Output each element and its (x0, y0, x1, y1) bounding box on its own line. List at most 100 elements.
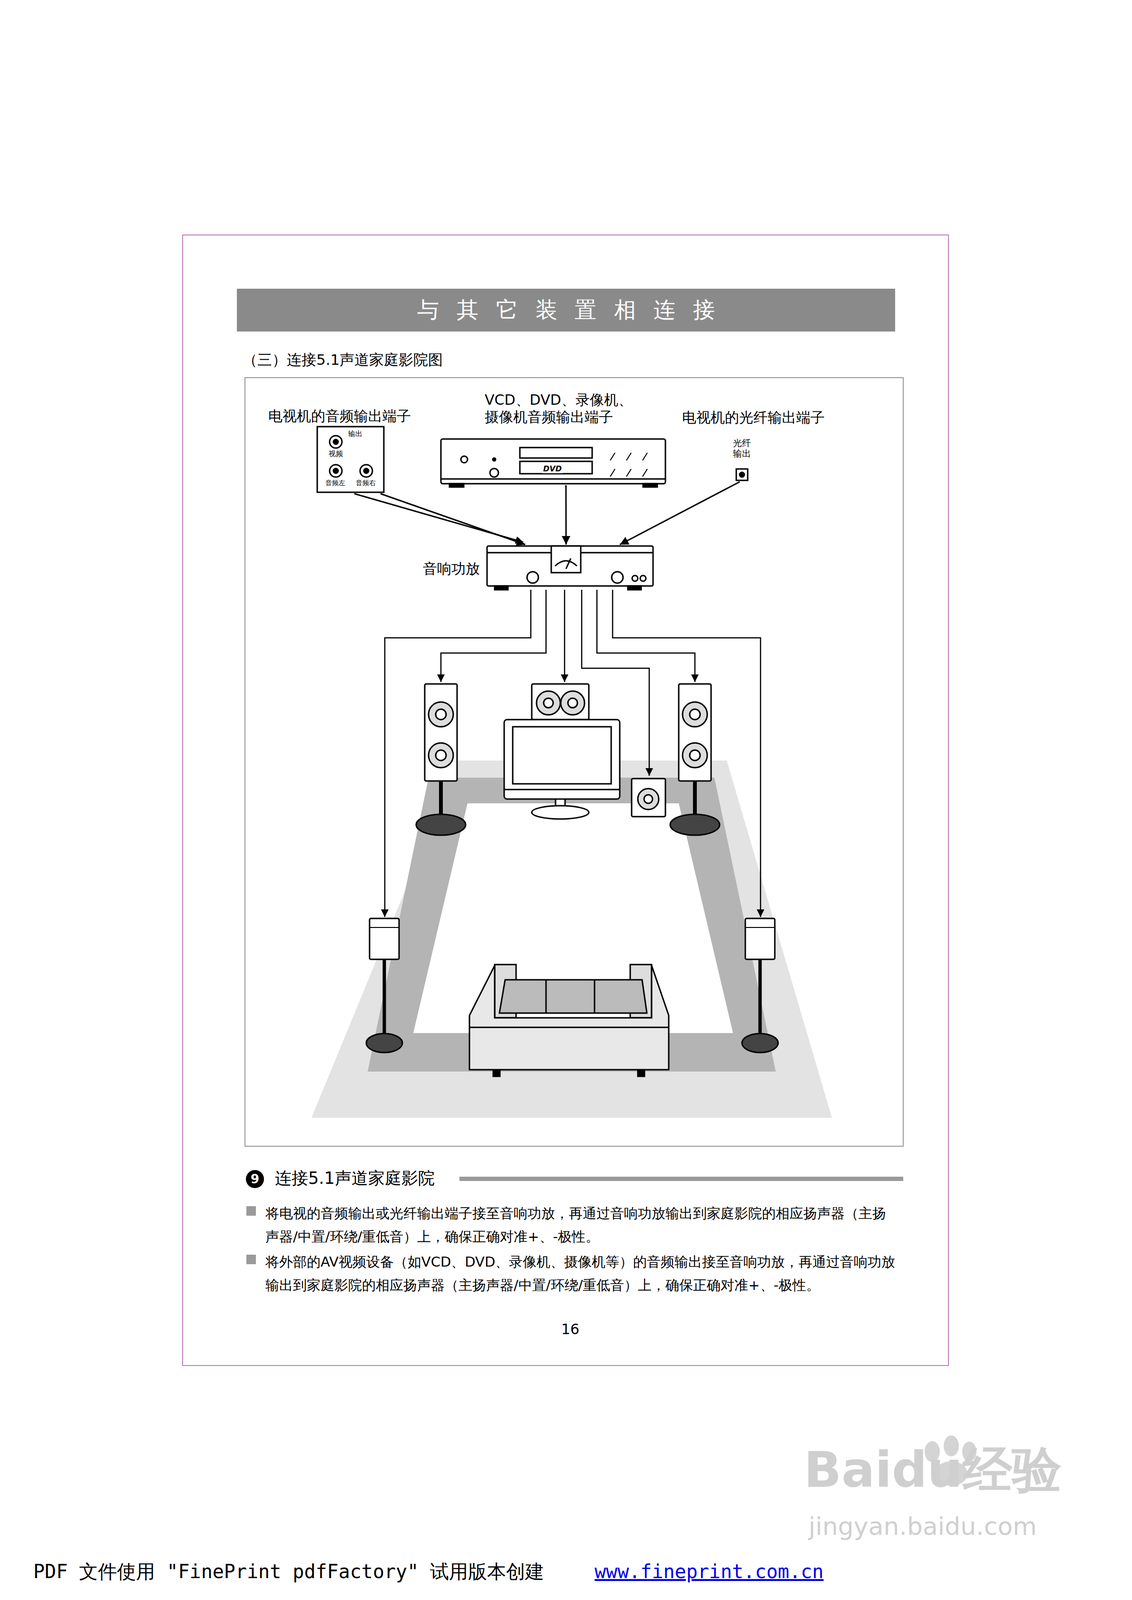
television (504, 789, 620, 791)
optical-port (736, 468, 748, 481)
sofa (499, 979, 647, 1014)
tv-audio-terminal (363, 468, 369, 474)
amplifier (640, 575, 646, 582)
dvd-player (626, 468, 632, 477)
page-number: 16 (561, 1320, 580, 1338)
sofa (594, 979, 596, 1014)
body-text: 将电视的音频输出或光纤输出端子接至音响功放，再通过音响功放输出到家庭影院的相应扬… (265, 1201, 898, 1249)
diagram-frame (244, 377, 904, 1147)
dvd-player (519, 461, 593, 474)
node-heading: 电视机的音频输出端子 (268, 407, 411, 425)
section-heading: 连接5.1声道家庭影院 (274, 1168, 435, 1189)
title-bar (236, 288, 896, 332)
sofa (469, 1026, 669, 1029)
sofa (637, 1069, 645, 1077)
dvd-player (449, 483, 464, 488)
dvd-player (489, 468, 499, 478)
signal-arrow (619, 481, 740, 545)
page-border (182, 234, 949, 1366)
signal-arrow (565, 485, 567, 545)
dvd-player (642, 468, 648, 477)
television (531, 805, 589, 820)
amplifier (487, 546, 654, 590)
node-label: 音频左 (325, 478, 346, 488)
surround-speaker (741, 1033, 779, 1053)
tv-audio-terminal (329, 435, 342, 449)
television (512, 726, 612, 784)
dvd-player (492, 458, 496, 461)
center-speaker (531, 683, 589, 720)
dvd-player (440, 439, 666, 488)
sofa (545, 979, 547, 1014)
footer-note: PDF 文件使用 "FinePrint pdfFactory" 试用版本创建 (33, 1560, 545, 1583)
bullet-square (246, 1206, 256, 1265)
subwoofer (637, 788, 659, 810)
dvd-player (519, 447, 593, 459)
dvd-player (626, 452, 632, 461)
node-label: 光纤 输出 (731, 437, 753, 459)
front-speaker (428, 702, 454, 727)
front-speaker (689, 750, 701, 761)
front-speaker (416, 683, 720, 836)
watermark: jingyan.baidu.com (808, 1511, 1037, 1542)
dvd-player (460, 456, 468, 463)
section-rule (459, 1176, 904, 1181)
diagram-frame (244, 377, 904, 1147)
body-text: 将外部的AV视频设备（如VCD、DVD、录像机、摄像机等）的音频输出接至音响功放… (265, 1250, 898, 1298)
node-label: DVD (542, 464, 563, 474)
tv-audio-terminal (317, 426, 384, 493)
surround-speaker (745, 927, 775, 928)
figure-heading: （三）连接5.1声道家庭影院图 (242, 351, 443, 369)
front-speaker (435, 750, 447, 761)
amplifier (526, 571, 539, 584)
front-speaker (435, 709, 447, 720)
node-label: 输出 (348, 429, 363, 439)
speaker-wires (440, 589, 547, 683)
sofa (469, 964, 669, 1077)
optical-port (739, 472, 745, 478)
subwoofer (631, 778, 666, 817)
floor-area (311, 760, 832, 1118)
dvd-player (440, 439, 666, 484)
node-heading: 音响功放 (422, 560, 480, 578)
bullet-square (246, 1254, 256, 1265)
node-label: 音频右 (355, 478, 376, 488)
amplifier (551, 546, 581, 573)
center-speaker (567, 698, 578, 708)
front-speaker (678, 683, 712, 781)
surround-speaker (745, 918, 775, 960)
dvd-player (610, 452, 615, 461)
subwoofer (644, 794, 653, 804)
tv-audio-terminal (360, 464, 373, 478)
center-speaker (543, 698, 554, 708)
front-speaker (682, 702, 708, 727)
amplifier (494, 585, 508, 590)
surround-speaker (369, 918, 400, 960)
front-speaker (682, 742, 708, 768)
dvd-player (642, 452, 648, 461)
amplifier (566, 558, 571, 569)
sofa (493, 1069, 500, 1077)
section-rule (459, 1176, 904, 1181)
tv-audio-terminal (329, 464, 342, 478)
speaker-wires (612, 589, 761, 918)
node-heading: VCD、DVD、录像机、 摄像机音频输出端子 (484, 391, 642, 426)
device-node: 音响功放 (487, 546, 654, 590)
amplifier (487, 546, 654, 586)
page-border (182, 234, 949, 1366)
surround-speaker (758, 959, 762, 1041)
center-speaker (560, 691, 585, 715)
device-node: 电视机的光纤输出端子光纤 输出 (736, 468, 748, 481)
sofa (469, 965, 669, 1070)
watermark: Baidu经验 (803, 1440, 1062, 1500)
floor-area (367, 777, 776, 1072)
footer-link: www.fineprint.com.cn (594, 1560, 824, 1583)
callout-number: 9 (245, 1170, 264, 1189)
television (504, 719, 620, 800)
center-speaker (531, 683, 589, 720)
speaker-wires (596, 589, 695, 683)
speaker-wires (564, 589, 566, 683)
amplifier (627, 585, 642, 590)
front-speaker (670, 814, 720, 836)
